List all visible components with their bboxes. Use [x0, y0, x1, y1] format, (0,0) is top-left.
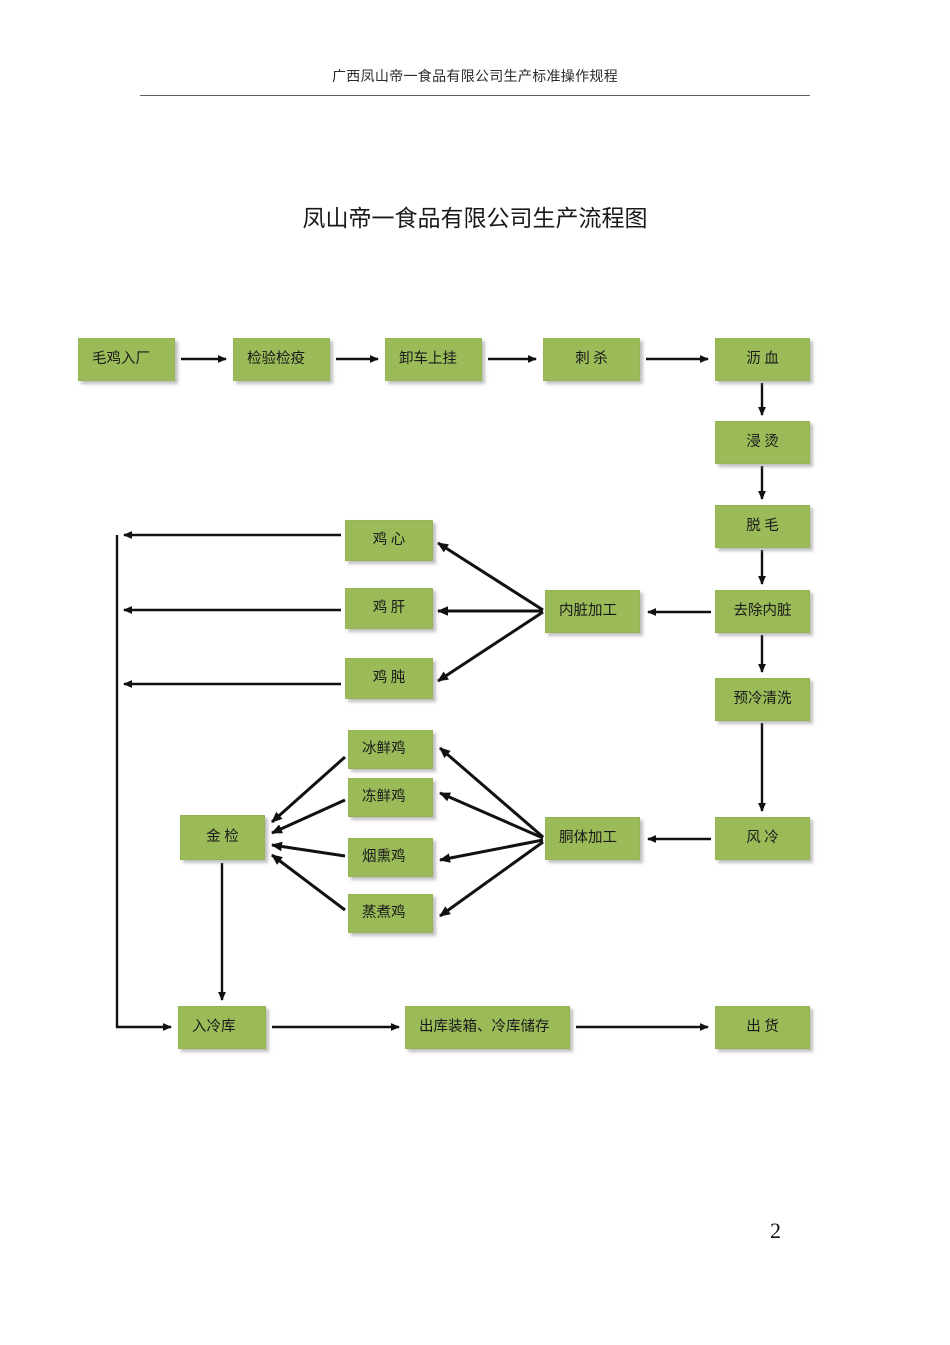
node-quchu-neizang[interactable]: 去除内脏 [715, 590, 810, 633]
node-chuku-zhuangxiang[interactable]: 出库装箱、冷库储存 [405, 1006, 570, 1049]
edge-n11-n13 [437, 541, 544, 612]
node-yuleng-qingxi[interactable]: 预冷清洗 [715, 678, 810, 721]
node-jianyan-jianyi[interactable]: 检验检疫 [233, 338, 330, 381]
page-number: 2 [770, 1218, 781, 1243]
node-cisha[interactable]: 刺 杀 [543, 338, 640, 381]
node-chuhuo[interactable]: 出 货 [715, 1006, 810, 1049]
node-neizang-jiagong[interactable]: 内脏加工 [545, 590, 640, 633]
edge-n12-n17 [439, 791, 544, 840]
node-dongti-jiagong[interactable]: 胴体加工 [545, 817, 640, 860]
edge-n16-n20 [271, 755, 346, 824]
node-tuomao[interactable]: 脱 毛 [715, 505, 810, 548]
edge-n12-n16 [439, 746, 544, 839]
node-bingxianji[interactable]: 冰鲜鸡 [348, 730, 433, 769]
edge-n12-n19 [439, 840, 544, 918]
node-jinjian[interactable]: 金 检 [180, 815, 265, 860]
node-dongxianji[interactable]: 冻鲜鸡 [348, 778, 433, 817]
page-header-text: 广西凤山帝一食品有限公司生产标准操作规程 [332, 70, 618, 85]
node-lixue[interactable]: 沥 血 [715, 338, 810, 381]
node-jixin[interactable]: 鸡 心 [345, 520, 433, 561]
node-xiche-shanggua[interactable]: 卸车上挂 [385, 338, 482, 381]
edge-n19-n20 [271, 853, 346, 912]
node-ru-lengku[interactable]: 入冷库 [178, 1006, 266, 1049]
node-zhengzhuji[interactable]: 蒸煮鸡 [348, 894, 433, 933]
edge-n18-n20 [271, 841, 346, 858]
edge-bus-n21 [115, 535, 172, 1031]
node-jintang[interactable]: 浸 烫 [715, 421, 810, 464]
edge-n11-n15 [437, 610, 544, 683]
node-fengleng[interactable]: 风 冷 [715, 817, 810, 860]
header-divider [140, 95, 810, 96]
node-jizhun[interactable]: 鸡 肫 [345, 658, 433, 699]
edge-n12-n18 [439, 838, 544, 863]
edge-n17-n20 [271, 798, 346, 835]
node-yanxunji[interactable]: 烟熏鸡 [348, 838, 433, 877]
page-title: 凤山帝一食品有限公司生产流程图 [302, 206, 648, 231]
node-jigan[interactable]: 鸡 肝 [345, 588, 433, 629]
node-maoji-ruchang[interactable]: 毛鸡入厂 [78, 338, 175, 381]
